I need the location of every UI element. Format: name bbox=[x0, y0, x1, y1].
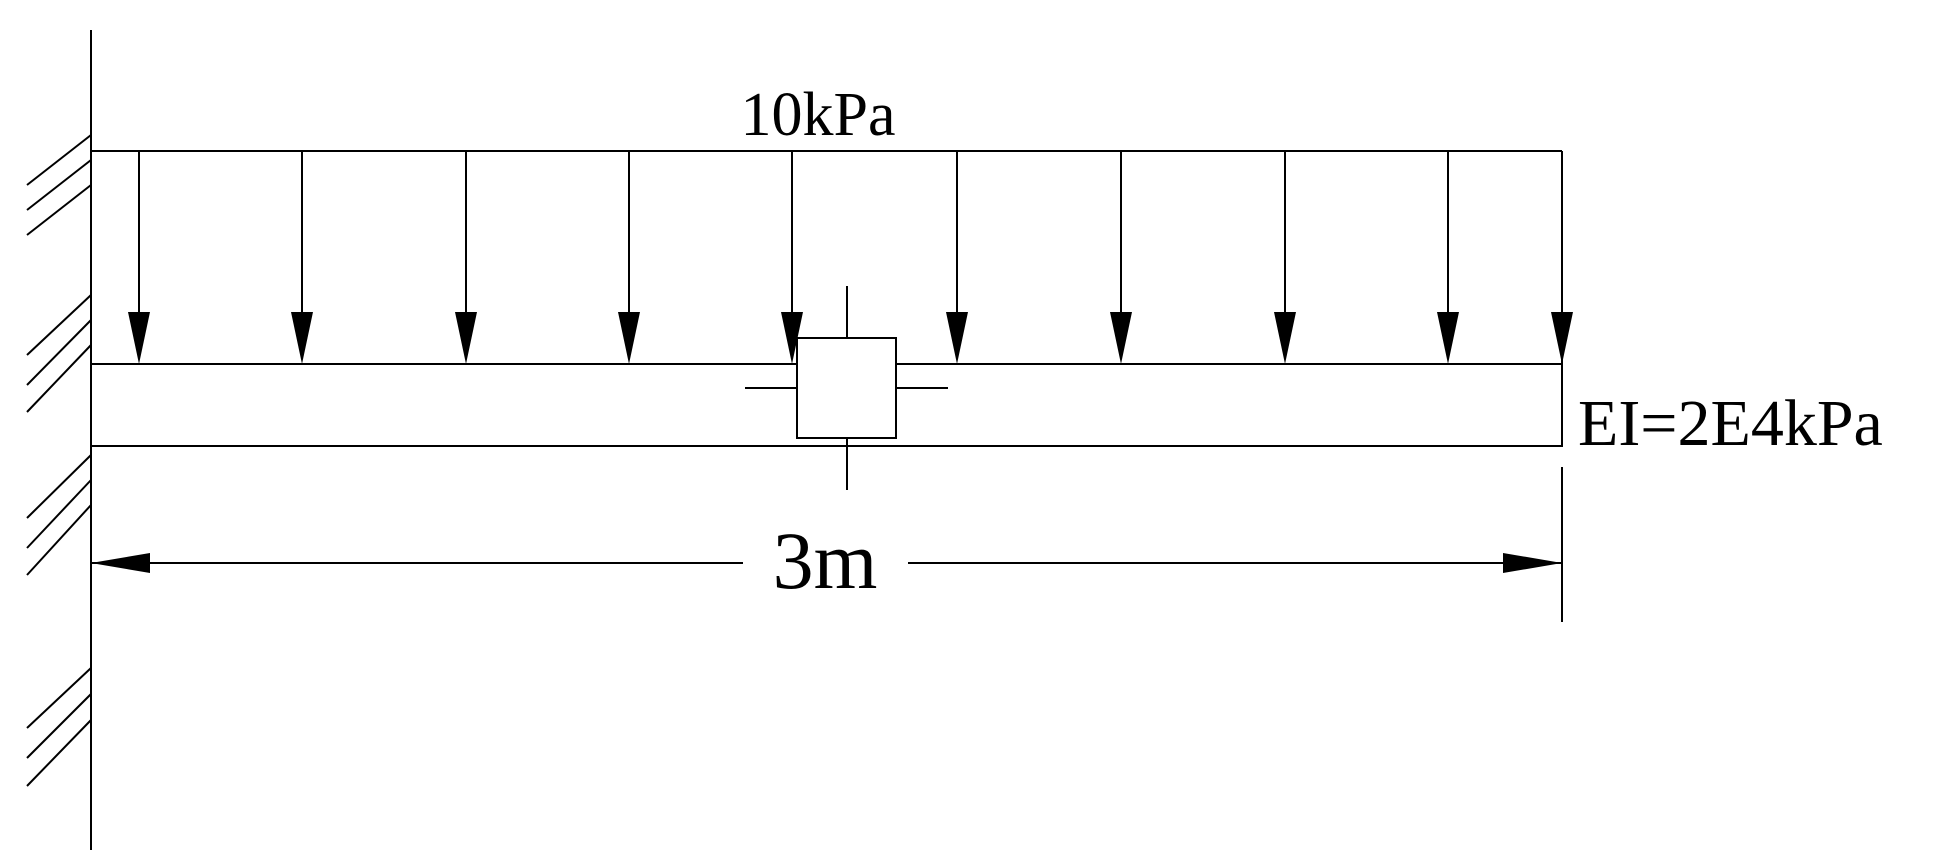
load-arrow bbox=[1551, 151, 1573, 364]
load-arrow bbox=[618, 151, 640, 364]
dimension-arrowhead-right bbox=[1503, 553, 1562, 573]
load-arrow bbox=[128, 151, 150, 364]
dimension-arrowhead-left bbox=[91, 553, 150, 573]
section-marker-box bbox=[796, 337, 897, 439]
load-arrow-head bbox=[1110, 312, 1132, 364]
distributed-load: 10kPa bbox=[91, 81, 1573, 364]
load-arrow-head bbox=[128, 312, 150, 364]
load-label: 10kPa bbox=[741, 81, 896, 149]
load-arrow-head bbox=[781, 312, 803, 364]
load-arrow bbox=[455, 151, 477, 364]
load-arrow-head bbox=[1274, 312, 1296, 364]
stiffness-label: EI=2E4kPa bbox=[1578, 387, 1883, 460]
wall-hatching bbox=[26, 134, 92, 787]
dimension-label: 3m bbox=[773, 515, 878, 606]
load-arrow bbox=[291, 151, 313, 364]
load-arrows bbox=[128, 151, 1573, 364]
load-arrow-head bbox=[946, 312, 968, 364]
dimension bbox=[91, 467, 1563, 622]
load-arrow bbox=[1110, 151, 1132, 364]
fixed-support bbox=[26, 30, 92, 850]
load-arrow bbox=[946, 151, 968, 364]
section-marker bbox=[745, 286, 948, 490]
load-arrow-head bbox=[291, 312, 313, 364]
load-arrow bbox=[1274, 151, 1296, 364]
load-arrow-head bbox=[618, 312, 640, 364]
load-arrow bbox=[781, 151, 803, 364]
load-arrow-head bbox=[1437, 312, 1459, 364]
load-arrow-head bbox=[455, 312, 477, 364]
load-arrow bbox=[1437, 151, 1459, 364]
load-arrow-head bbox=[1551, 312, 1573, 364]
